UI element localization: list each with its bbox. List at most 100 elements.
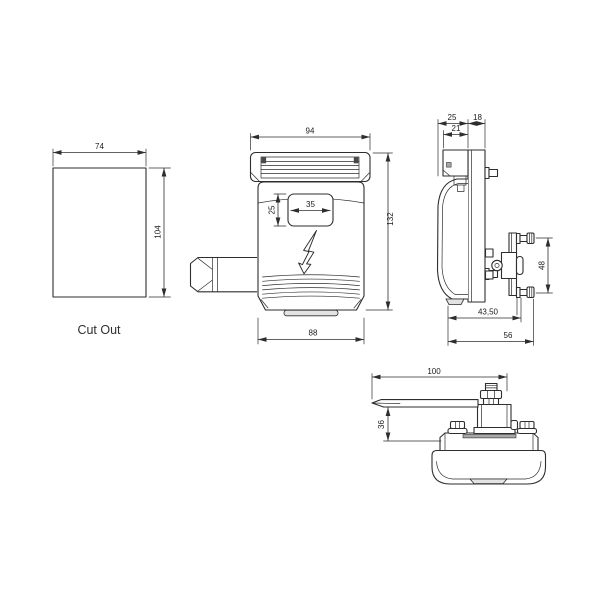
front-body-width-label: 88	[309, 329, 318, 338]
mounting-plate	[467, 149, 486, 303]
threaded-tip	[484, 382, 498, 392]
cutout-caption: Cut Out	[77, 323, 121, 337]
bolt-flange	[516, 427, 538, 435]
stud-lower	[484, 270, 494, 280]
extension-lines	[250, 133, 371, 151]
housing-base-pad	[469, 478, 508, 484]
hinge-details	[453, 175, 467, 192]
label-window	[287, 193, 334, 227]
front-view: 94 132 88 35 25	[189, 127, 395, 345]
dim-side-plate-depth: 18	[468, 113, 486, 149]
lever-bevel-line	[371, 402, 401, 404]
dim-cutout-width: 74	[52, 142, 147, 167]
grip-ribs	[262, 274, 360, 299]
housing-profile	[436, 178, 468, 300]
bolt-facets	[455, 421, 460, 429]
dim-front-height: 132	[365, 152, 395, 311]
bolt-bottom	[515, 286, 535, 299]
bolt-top	[515, 232, 535, 245]
stud-upper	[484, 248, 494, 258]
dim-side-mount-depth: 43,50	[447, 297, 522, 346]
cam-nub	[515, 255, 524, 276]
mounting-plate-top	[439, 432, 539, 452]
lightning-bolt-icon	[298, 230, 317, 275]
bolt-shaft	[519, 288, 528, 297]
body-bottom-chamfers	[260, 299, 362, 309]
plate-rivet-top	[484, 166, 499, 180]
collar	[482, 397, 500, 406]
handle-outline	[189, 256, 257, 293]
handle-lever	[189, 256, 257, 293]
plate-slot-band	[462, 434, 517, 439]
cutout-width-label: 74	[95, 142, 104, 151]
cutout-height-label: 104	[154, 225, 163, 239]
dim-side-depth-inner: 21	[443, 124, 468, 149]
bolt-head-facets	[529, 286, 533, 298]
bottom-view: 100 36	[371, 367, 547, 485]
collar-facets	[488, 398, 494, 405]
bolt-head	[526, 232, 535, 245]
bolt-right	[516, 420, 538, 435]
cap-inner-frame	[260, 156, 360, 179]
bolt-head-facets	[529, 232, 533, 244]
bolt-facets	[524, 421, 530, 429]
side-bolt-spacing-label: 48	[538, 261, 547, 270]
cam-block	[500, 251, 518, 280]
side-depth-front-label: 25	[448, 113, 457, 122]
lever-height-label: 36	[377, 420, 386, 429]
dim-side-total-depth: 56	[448, 298, 534, 346]
body-foot	[283, 309, 339, 317]
body-outline	[257, 181, 365, 311]
cam-assembly	[473, 382, 519, 435]
bolt-left	[447, 420, 468, 435]
dim-front-cap-width: 94	[250, 127, 371, 151]
rivet-flange	[484, 166, 490, 180]
rivet-body	[488, 168, 499, 178]
cutout-rectangle	[52, 167, 147, 298]
bolt-head	[526, 286, 535, 299]
cap-louvers	[260, 161, 360, 174]
extension-lines	[52, 148, 147, 167]
clamp-bracket	[484, 232, 524, 316]
cam-block	[476, 403, 512, 429]
bolt-shaft	[519, 234, 528, 243]
side-depth-inner-label: 21	[452, 124, 461, 133]
window-width-label: 35	[306, 200, 315, 209]
lever-blade	[371, 399, 479, 408]
extension-lines	[148, 167, 171, 298]
dim-lever-height: 36	[377, 407, 442, 442]
front-cap-width-label: 94	[306, 127, 315, 136]
cap-corner-notch-left	[261, 157, 267, 164]
dim-window-width: 35	[290, 200, 331, 213]
handle-details	[197, 257, 218, 293]
housing-foot	[445, 298, 465, 305]
cap-corner-notch-right	[353, 157, 359, 164]
nut-facets	[487, 390, 495, 399]
housing-bottom	[431, 449, 547, 485]
bolt-hex	[519, 420, 535, 430]
lever-pivot-detail	[446, 162, 452, 168]
side-plate-depth-label: 18	[473, 113, 482, 122]
plate-end-walls	[444, 432, 534, 451]
dim-lever-length: 100	[371, 367, 508, 400]
side-view: 25 18 21 48 43,50 56	[436, 113, 553, 346]
housing-inner-wall	[441, 183, 469, 295]
block-walls	[481, 404, 508, 428]
dim-window-height: 25	[268, 193, 287, 227]
front-height-label: 132	[386, 212, 395, 226]
thread-lines	[485, 385, 498, 389]
cap-chamfers	[250, 172, 371, 182]
bolt-hex	[449, 420, 466, 430]
side-mount-depth-label: 43,50	[478, 308, 499, 317]
lever-length-label: 100	[427, 367, 441, 376]
hex-nut	[479, 389, 503, 400]
bolt-flange	[447, 427, 468, 435]
side-total-depth-label: 56	[504, 331, 513, 340]
block-flange	[473, 426, 516, 435]
screw-center	[494, 263, 500, 268]
screw-head	[491, 259, 503, 272]
window-height-label: 25	[268, 205, 277, 214]
side-nub	[510, 419, 519, 431]
